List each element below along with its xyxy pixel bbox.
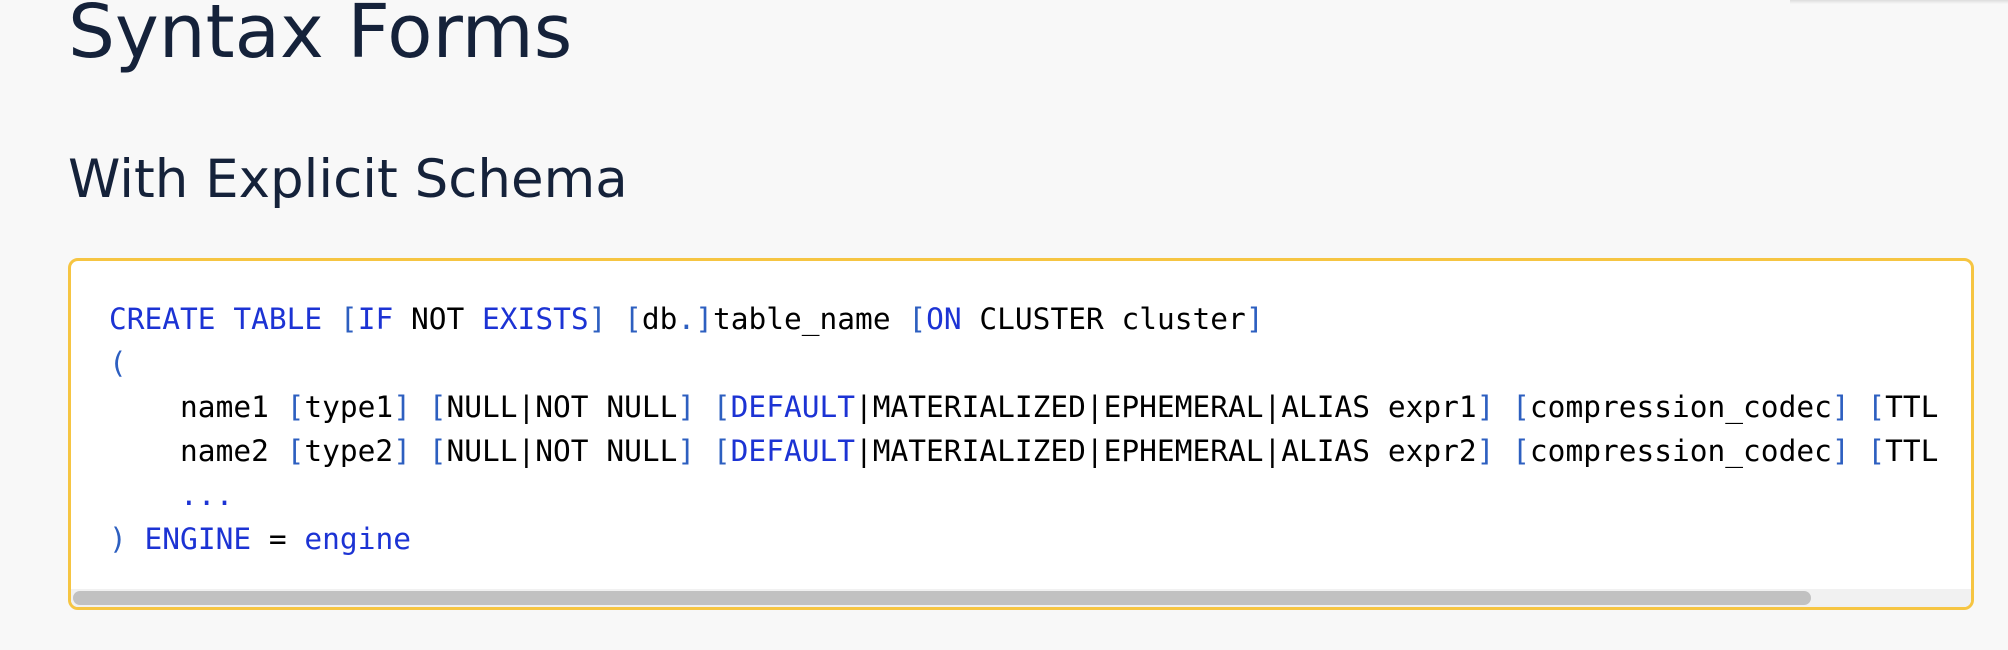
code-token: compression_codec [1529, 390, 1832, 424]
horizontal-scrollbar[interactable] [71, 589, 1971, 607]
code-token: type2 [304, 434, 394, 468]
code-token [1494, 390, 1512, 424]
code-token [1494, 434, 1512, 468]
code-token: DEFAULT [730, 434, 855, 468]
code-token: IF [357, 302, 394, 336]
code-token: TABLE [233, 302, 323, 336]
code-token: = [251, 522, 305, 556]
code-token [606, 302, 624, 336]
code-token: table_name [712, 302, 909, 336]
code-token: |MATERIALIZED|EPHEMERAL|ALIAS expr2 [855, 434, 1477, 468]
code-token: [ [1867, 434, 1886, 468]
code-token: ] [677, 390, 696, 424]
code-token: [ [286, 390, 305, 424]
section-title: With Explicit Schema [68, 149, 628, 210]
code-line-2: ( [109, 341, 1938, 385]
code-token: ] [677, 434, 696, 468]
code-token: NULL|NOT NULL [446, 390, 678, 424]
code-token: [ [339, 302, 358, 336]
code-line-6: ) ENGINE = engine [109, 517, 1938, 561]
code-token: CLUSTER cluster [961, 302, 1246, 336]
code-token: [ [1512, 390, 1530, 424]
code-token: ] [588, 302, 607, 336]
code-line-5: ... [109, 473, 1938, 517]
code-token: ] [1831, 434, 1850, 468]
code-token: DEFAULT [730, 390, 855, 424]
code-token [411, 390, 429, 424]
code-token: TTL [1885, 390, 1939, 424]
code-token: ... [109, 478, 234, 512]
code-token: [ [624, 302, 642, 336]
code-token: NOT [393, 302, 483, 336]
code-token: ] [1476, 434, 1495, 468]
code-token: ] [1831, 390, 1850, 424]
code-token: type1 [304, 390, 394, 424]
code-token: |MATERIALIZED|EPHEMERAL|ALIAS expr1 [855, 390, 1477, 424]
page-title: Syntax Forms [68, 0, 573, 75]
code-token: [ [908, 302, 927, 336]
code-token [216, 302, 234, 336]
scrollbar-thumb[interactable] [73, 591, 1811, 605]
code-token: ] [393, 434, 411, 468]
code-token: ] [1245, 302, 1264, 336]
code-token: ] [695, 302, 713, 336]
code-token: [ [712, 434, 731, 468]
code-token: ( [109, 346, 127, 380]
code-token: EXISTS [482, 302, 589, 336]
code-token: ] [393, 390, 411, 424]
code-token: ENGINE [144, 522, 252, 556]
code-token: name2 [109, 434, 287, 468]
code-token: db [641, 302, 678, 336]
code-line-4: name2 [type2] [NULL|NOT NULL] [DEFAULT|M… [109, 429, 1938, 473]
code-line-3: name1 [type1] [NULL|NOT NULL] [DEFAULT|M… [109, 385, 1938, 429]
code-token [1850, 434, 1868, 468]
header-edge-shadow [1790, 0, 2008, 4]
code-token: ) [109, 522, 127, 556]
code-block[interactable]: CREATE TABLE [IF NOT EXISTS] [db.]table_… [68, 258, 1974, 610]
code-token [322, 302, 340, 336]
code-token: [ [428, 390, 447, 424]
code-token [127, 522, 145, 556]
code-token: ] [1476, 390, 1495, 424]
code-token: CREATE [109, 302, 216, 336]
code-content[interactable]: CREATE TABLE [IF NOT EXISTS] [db.]table_… [109, 297, 1938, 561]
code-line-1: CREATE TABLE [IF NOT EXISTS] [db.]table_… [109, 297, 1938, 341]
code-token [695, 390, 713, 424]
code-token: [ [428, 434, 447, 468]
code-token: NULL|NOT NULL [446, 434, 678, 468]
code-token: ON [926, 302, 962, 336]
code-token: [ [1512, 434, 1530, 468]
code-token: . [677, 302, 696, 336]
code-token: [ [712, 390, 731, 424]
code-token: [ [286, 434, 305, 468]
code-token [695, 434, 713, 468]
code-token: TTL [1885, 434, 1939, 468]
code-token: compression_codec [1529, 434, 1832, 468]
code-token: name1 [109, 390, 287, 424]
code-token [1850, 390, 1868, 424]
code-token [411, 434, 429, 468]
code-token: engine [304, 522, 411, 556]
code-token: [ [1867, 390, 1886, 424]
